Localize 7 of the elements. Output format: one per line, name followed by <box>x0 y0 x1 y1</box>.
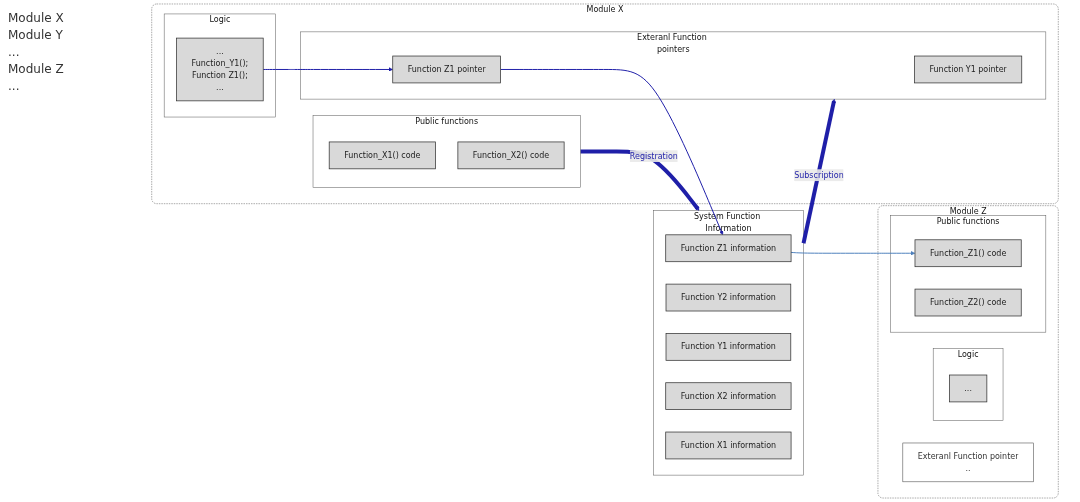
section-label: Module Z <box>8 62 65 76</box>
arrow <box>580 149 700 211</box>
section-label: Module X <box>8 11 65 25</box>
section-label: ... <box>8 45 21 59</box>
section-label: ... <box>8 79 21 93</box>
section-label: Module Y <box>8 28 64 42</box>
arrow <box>801 98 836 244</box>
